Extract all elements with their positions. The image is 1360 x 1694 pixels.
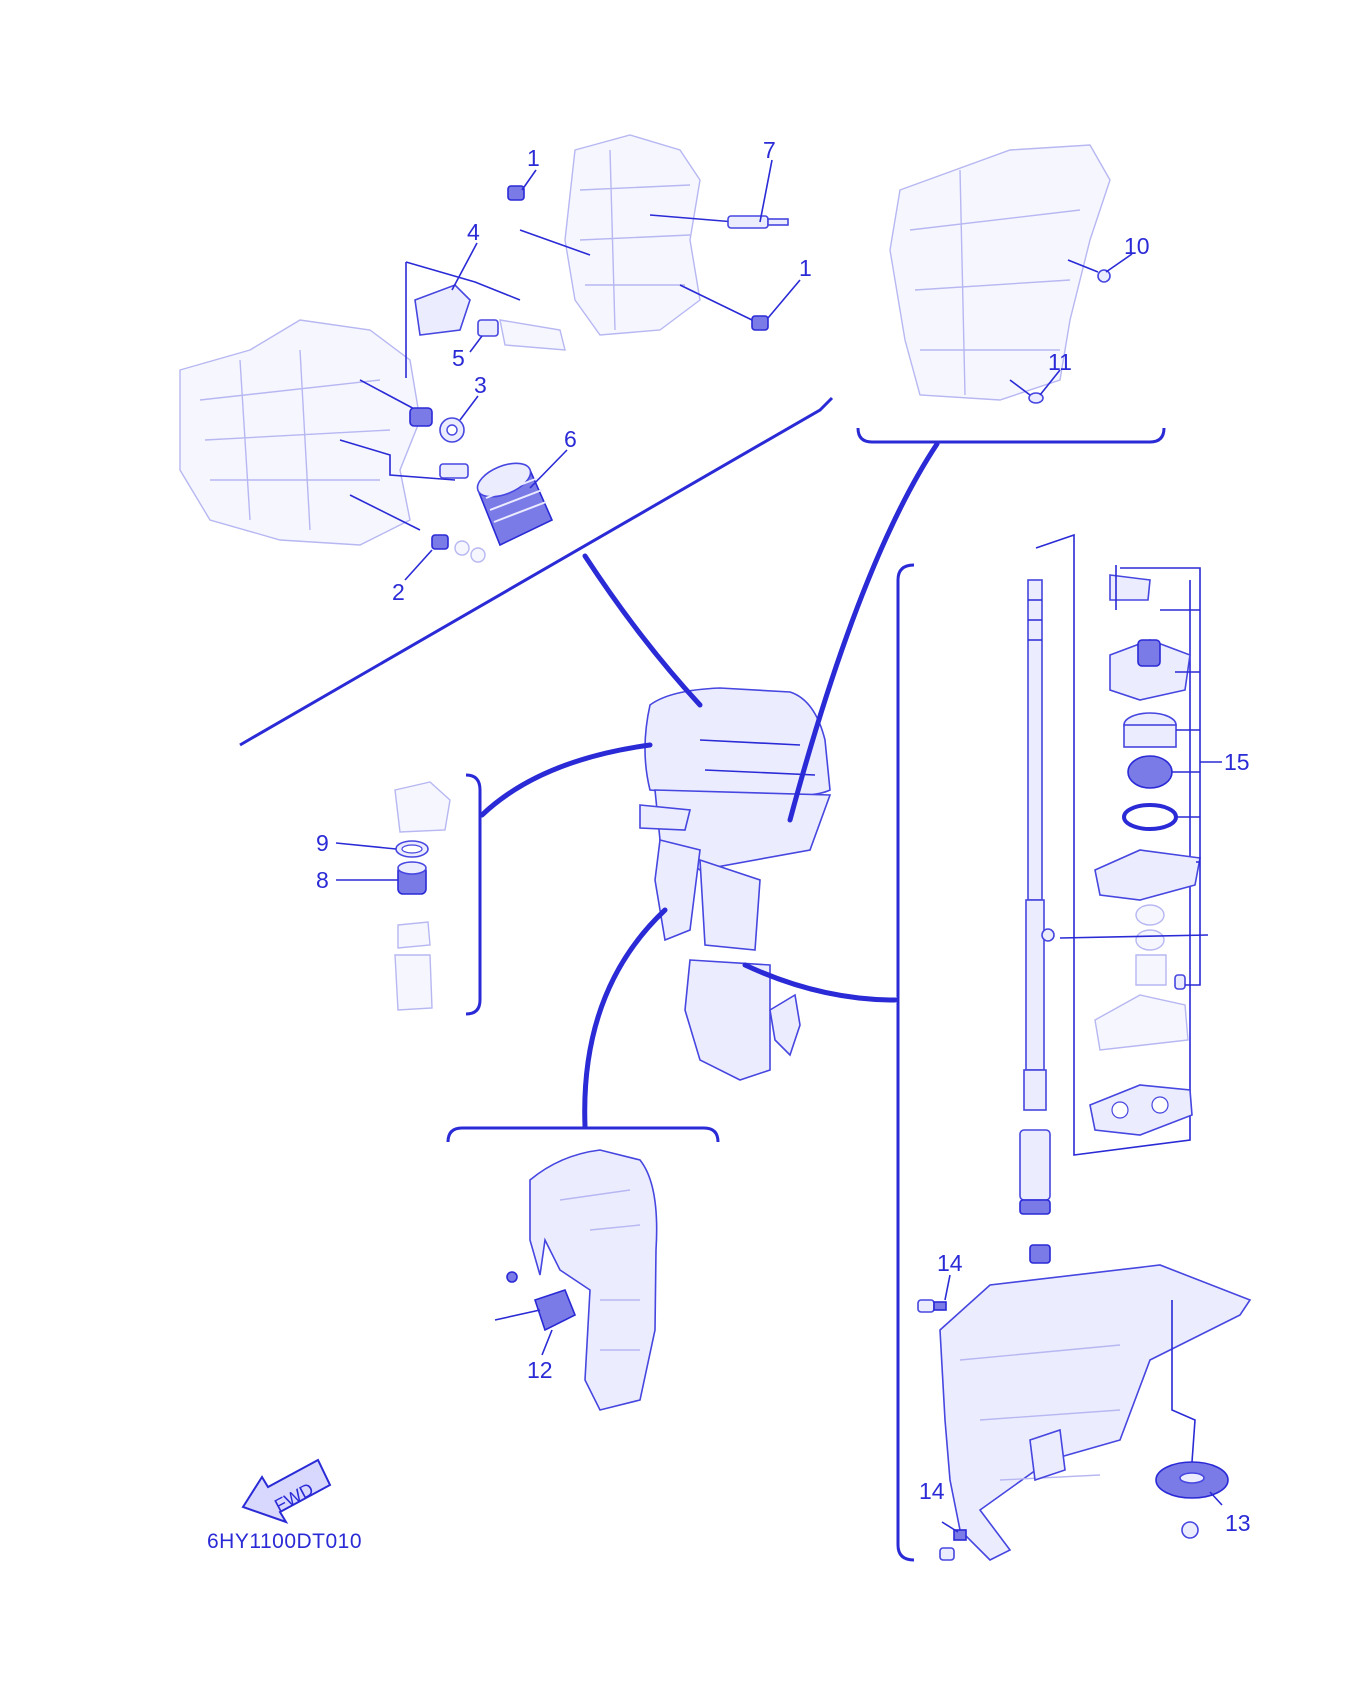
connector-lower xyxy=(742,962,898,1003)
callout-4: 4 xyxy=(467,219,480,245)
drain-plug-2 xyxy=(431,534,449,550)
upper-casing-group: 10 11 xyxy=(856,144,1166,444)
thermostat-8 xyxy=(397,861,427,895)
spark-plug xyxy=(727,215,789,229)
callout-14-upper: 14 xyxy=(937,1250,963,1276)
drawing-code: 6HY1100DT010 xyxy=(207,1530,362,1553)
water-pump-kit xyxy=(1041,565,1201,1136)
connector-clamp xyxy=(582,907,668,1129)
anode-12 xyxy=(533,1289,577,1332)
propeller xyxy=(769,993,801,1057)
shaft-bushing xyxy=(1019,1129,1051,1201)
crankcase-detail xyxy=(199,349,391,531)
impeller xyxy=(1127,755,1173,789)
connector-casing xyxy=(787,441,940,823)
thermostat-group: 9 8 xyxy=(316,773,482,1016)
group-bracket-thermostat xyxy=(465,773,482,1016)
group-bracket-clamp xyxy=(446,1126,720,1143)
forward-arrow: FWD xyxy=(241,1458,332,1524)
cylinder-block-group: 1 1 2 3 4 5 6 7 xyxy=(179,134,834,747)
callout-1-top: 1 xyxy=(527,145,540,171)
group-bracket-engine xyxy=(239,396,834,747)
oil-plug xyxy=(409,407,433,427)
callout-15: 15 xyxy=(1224,749,1250,775)
oil-filter xyxy=(476,462,554,547)
callout-7: 7 xyxy=(763,137,776,163)
clamp-bracket-group: 12 xyxy=(446,1126,720,1411)
crankcase-outline xyxy=(179,319,421,546)
callout-5: 5 xyxy=(452,345,465,371)
outboard-motor xyxy=(639,687,832,1081)
pump-gasket xyxy=(1089,1084,1193,1136)
forward-arrow-icon xyxy=(241,1458,332,1524)
callout-9: 9 xyxy=(316,830,329,856)
cylinder-head-detail xyxy=(579,149,691,331)
upper-casing-outline xyxy=(889,144,1111,401)
callout-3: 3 xyxy=(474,372,487,398)
grommet-11 xyxy=(1028,392,1044,404)
callout-8: 8 xyxy=(316,867,329,893)
callout-13: 13 xyxy=(1225,1510,1251,1536)
callout-10: 10 xyxy=(1124,233,1150,259)
bolt-14-lower xyxy=(939,1529,967,1561)
clamp-bracket xyxy=(654,839,701,942)
bolt-14-upper xyxy=(917,1299,947,1313)
connector-thermostat xyxy=(479,742,653,818)
callout-11: 11 xyxy=(1048,349,1072,375)
callout-6: 6 xyxy=(564,426,577,452)
clamp-bracket-large xyxy=(529,1149,658,1411)
gearcase xyxy=(939,1244,1252,1561)
connector-engine xyxy=(582,553,703,708)
thermostat xyxy=(477,319,499,337)
group-bracket-lower xyxy=(896,563,915,1562)
swivel-bracket xyxy=(699,858,761,951)
callout-14-lower: 14 xyxy=(919,1478,945,1504)
lower-unit-group: 15 13 14 14 xyxy=(896,533,1252,1562)
shaft-seal xyxy=(1019,1199,1051,1215)
drain-plug-1 xyxy=(507,185,525,201)
gearcase-body xyxy=(939,1264,1252,1561)
trim-tab-anode-13 xyxy=(1155,1461,1229,1499)
steering-handle xyxy=(639,804,692,831)
group-bracket-casing xyxy=(856,427,1166,444)
lower-unit xyxy=(684,959,771,1081)
callout-12: 12 xyxy=(527,1357,553,1383)
drain-plug-1b xyxy=(751,315,769,331)
callout-1-right: 1 xyxy=(799,255,812,281)
drive-shaft xyxy=(1023,579,1047,1111)
callout-2: 2 xyxy=(392,579,405,605)
thermostat-cover-gasket xyxy=(414,284,471,336)
pump-o-ring xyxy=(1122,803,1178,831)
grommet-10 xyxy=(1097,269,1111,283)
outer-plate xyxy=(1094,849,1201,901)
